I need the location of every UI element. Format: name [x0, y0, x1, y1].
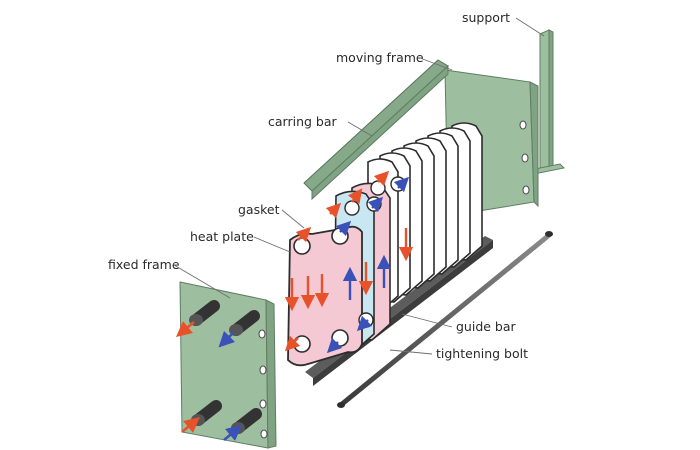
label-guide-bar: guide bar [456, 319, 517, 334]
support [528, 29, 566, 175]
hot-flow-arrow-icon [284, 170, 414, 352]
tightening-bolt [337, 231, 553, 408]
label-fixed-frame: fixed frame [108, 257, 180, 272]
label-gasket: gasket [238, 202, 280, 217]
fixed-frame [176, 281, 277, 449]
label-support: support [462, 10, 510, 25]
label-moving-frame: moving frame [336, 50, 424, 65]
carrying-bar [303, 59, 449, 201]
plate-stack [284, 122, 483, 367]
cold-flow-arrow-icon [326, 176, 410, 354]
label-carring-bar: carring bar [268, 114, 337, 129]
cold-flow-arrow-icon [218, 330, 236, 348]
label-tightening-bolt: tightening bolt [436, 346, 528, 361]
cold-flow-arrow-icon [223, 425, 242, 441]
hot-flow-arrow-icon [176, 321, 195, 337]
label-heat-plate: heat plate [190, 229, 254, 244]
labels: support moving frame carring bar gasket … [108, 10, 545, 361]
hot-flow-arrow-icon [181, 417, 200, 433]
